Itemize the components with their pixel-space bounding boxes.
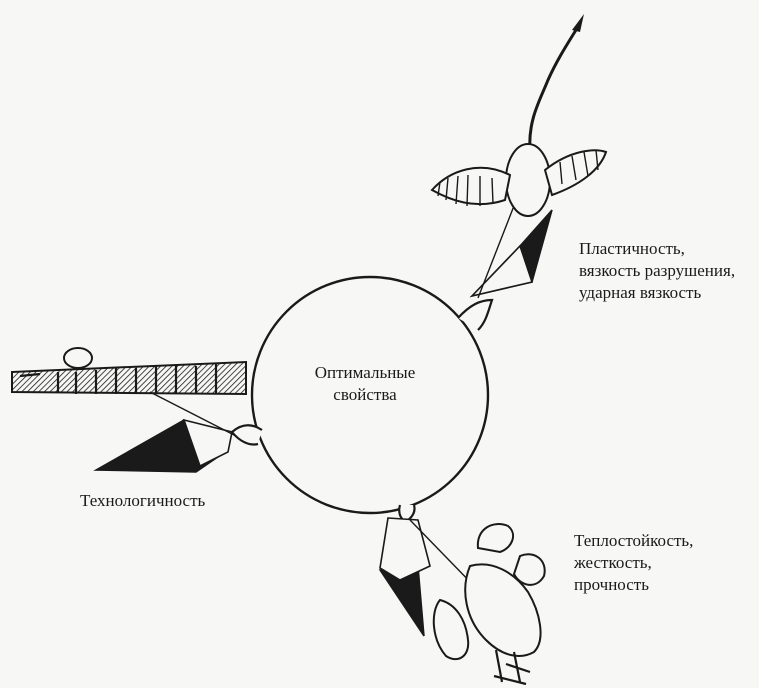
- branch-label-left: Технологичность: [80, 490, 205, 512]
- branch-left: [12, 348, 246, 472]
- pike-icon: [12, 348, 246, 394]
- center-label: Оптимальные свойства: [300, 362, 430, 406]
- branch-label-bottom-right: Теплостойкость, жесткость, прочность: [574, 530, 693, 596]
- swan-icon: [432, 14, 606, 216]
- branch-label-top-right: Пластичность, вязкость разрушения, ударн…: [579, 238, 735, 304]
- crayfish-icon: [434, 524, 545, 684]
- branch-bottom-right: [380, 518, 545, 684]
